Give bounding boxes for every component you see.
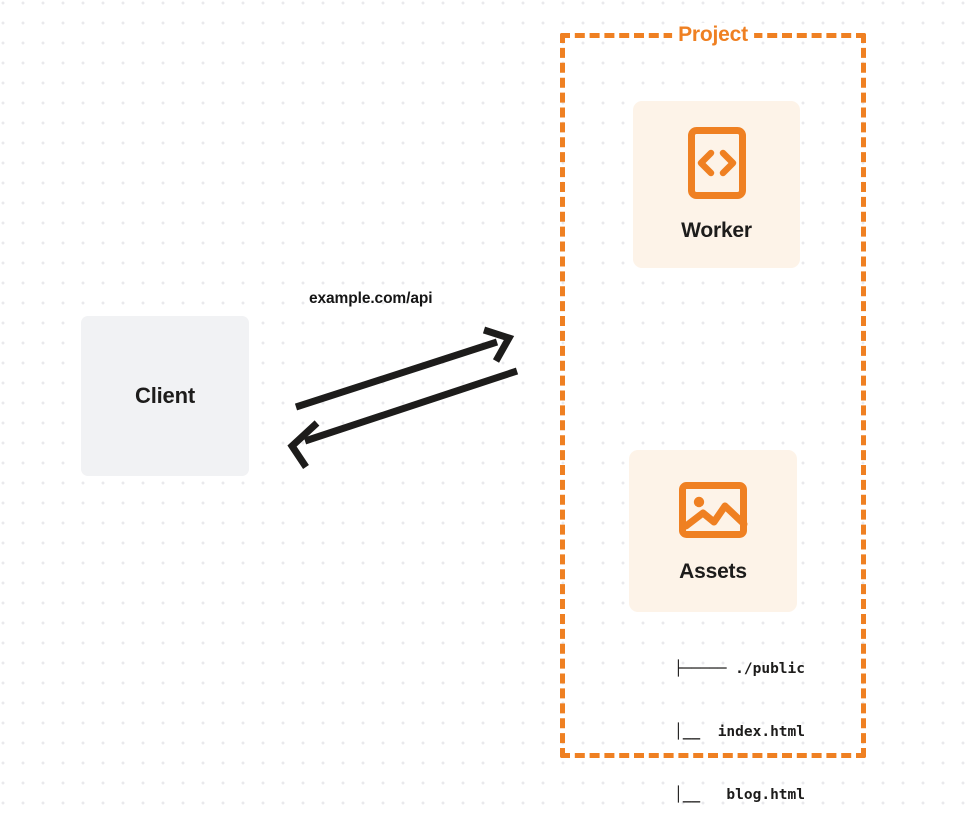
file-tree-row: │__ blog.html <box>639 787 805 803</box>
file-tree-row: ├───── ./public <box>674 661 805 677</box>
code-brackets-icon <box>687 126 747 205</box>
response-arrow <box>287 367 519 469</box>
client-node[interactable]: Client <box>81 316 249 476</box>
project-group-boundary: Project <box>560 23 866 758</box>
assets-card-label: Assets <box>679 559 747 583</box>
project-group-label: Project <box>672 23 754 47</box>
file-tree-row: │__ index.html <box>639 724 805 740</box>
image-picture-icon <box>678 479 748 546</box>
assets-file-tree: ├───── ./public │__ index.html │__ blog.… <box>605 617 805 818</box>
client-node-label: Client <box>135 383 195 408</box>
link-label: example.com/api <box>309 290 433 307</box>
worker-card-label: Worker <box>681 219 752 242</box>
assets-card[interactable]: Assets <box>629 450 797 612</box>
request-arrow <box>294 326 515 411</box>
worker-card[interactable]: Worker <box>633 101 800 268</box>
